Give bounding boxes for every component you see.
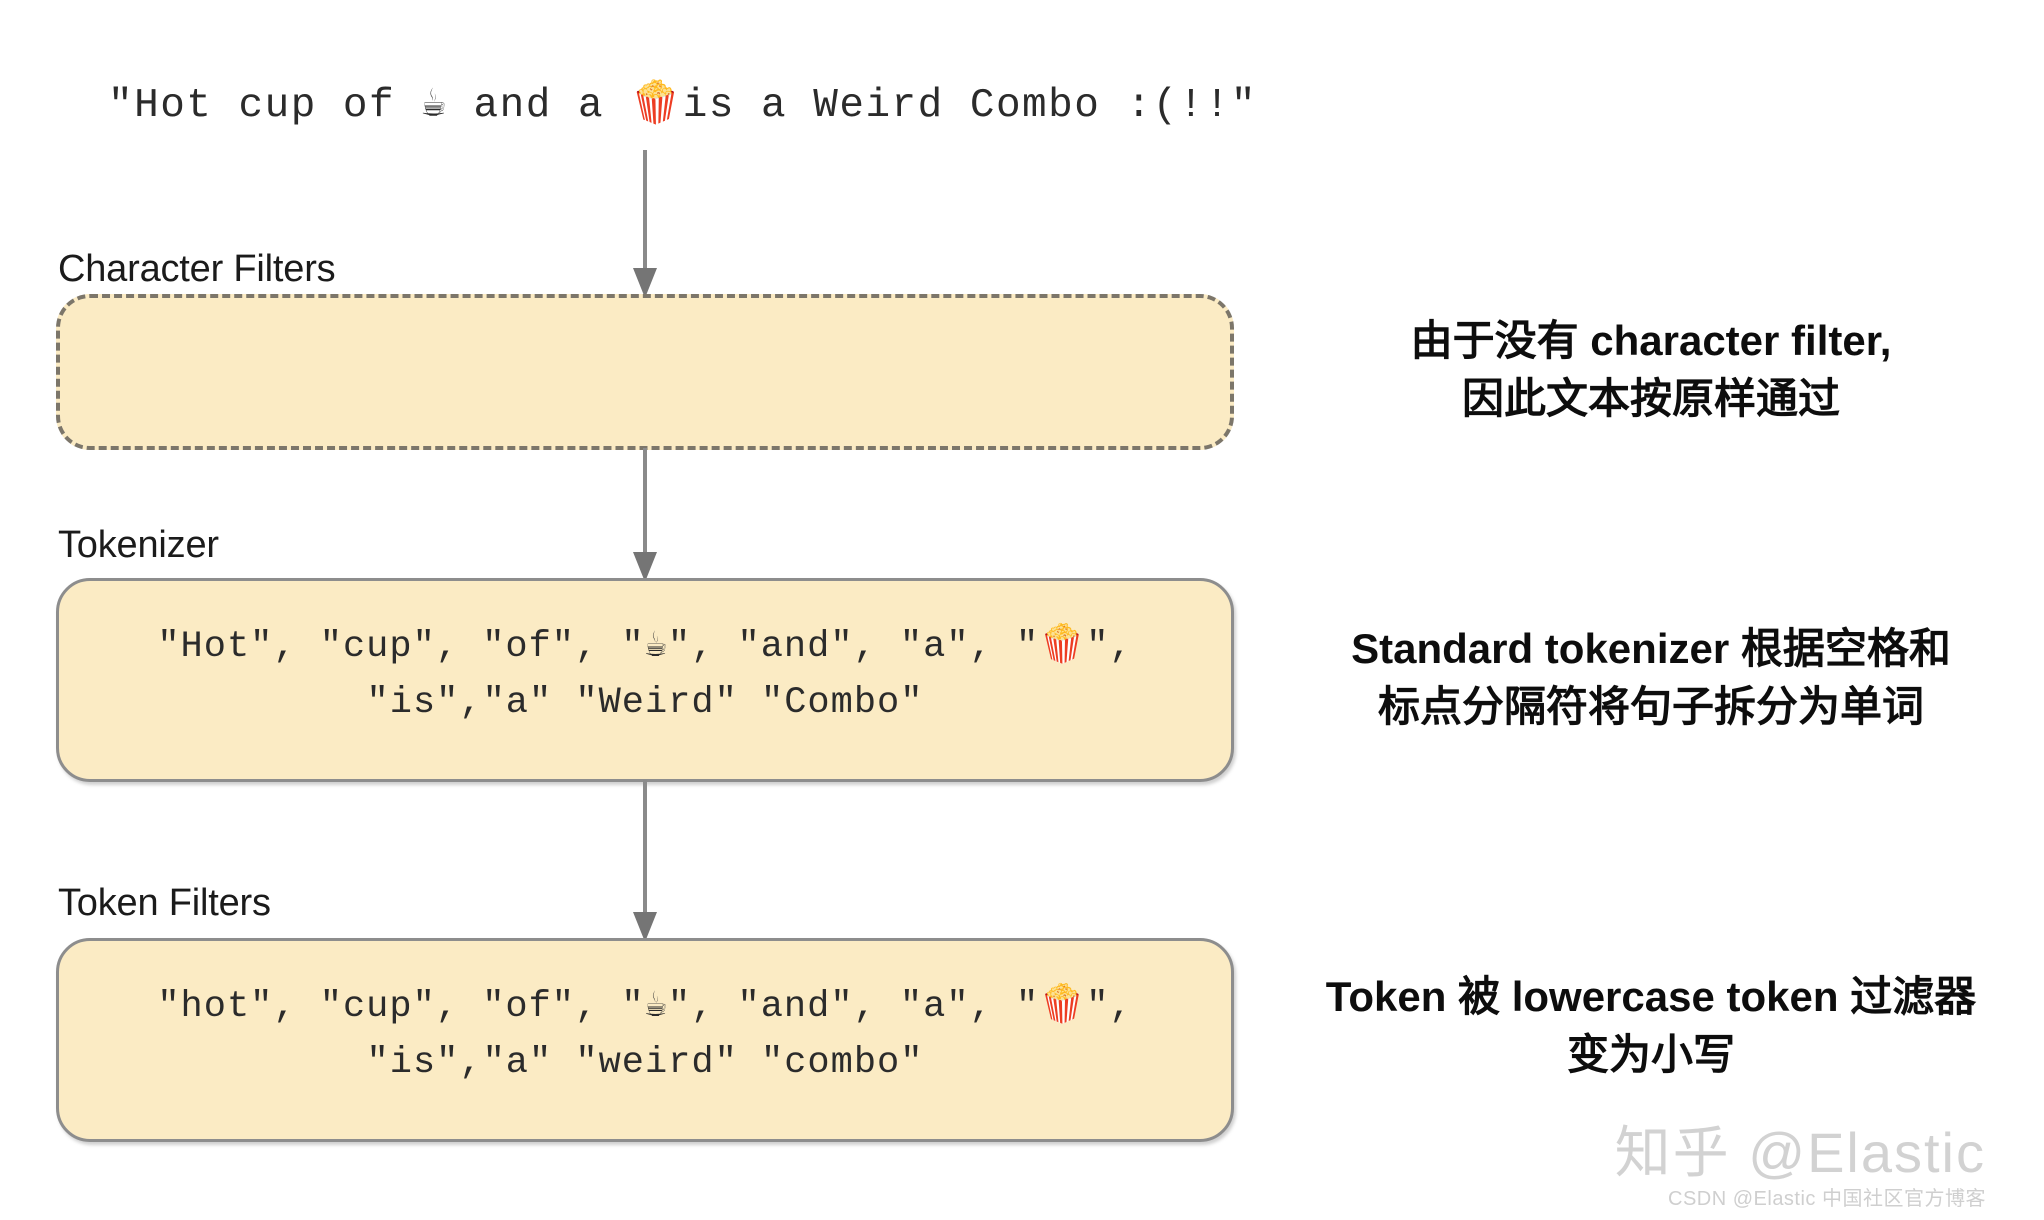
tokenizer-content: "Hot", "cup", "of", "☕", "and", "a", "🍿"… xyxy=(59,619,1231,731)
token-filters-content: "hot", "cup", "of", "☕", "and", "a", "🍿"… xyxy=(59,979,1231,1091)
annotation-character-filters-line-1: 由于没有 character filter, xyxy=(1410,317,1892,364)
watermark-csdn: CSDN @Elastic 中国社区官方博客 xyxy=(1668,1188,1986,1210)
watermark-zhihu: 知乎 @Elastic xyxy=(1614,1121,1986,1184)
arrow-down-to-tokenizer xyxy=(630,448,660,582)
annotation-character-filters-line-2: 因此文本按原样通过 xyxy=(1461,375,1840,422)
tokenizer-line-2: "is","a" "Weird" "Combo" xyxy=(366,682,924,724)
stage-box-tokenizer: "Hot", "cup", "of", "☕", "and", "a", "🍿"… xyxy=(56,578,1234,782)
stage-label-token-filters: Token Filters xyxy=(58,882,271,924)
input-sentence-text: "Hot cup of ☕ and a 🍿is a Weird Combo :(… xyxy=(108,83,1257,129)
annotation-token-filters-line-1: Token 被 lowercase token 过滤器 xyxy=(1325,973,1977,1020)
stage-box-character-filters xyxy=(56,294,1234,450)
annotation-tokenizer: Standard tokenizer 根据空格和 标点分隔符将句子拆分为单词 xyxy=(1258,620,2044,736)
arrow-down-to-character-filters xyxy=(630,150,660,298)
token-filters-line-1: "hot", "cup", "of", "☕", "and", "a", "🍿"… xyxy=(157,986,1133,1028)
token-filters-line-2: "is","a" "weird" "combo" xyxy=(366,1042,924,1084)
stage-box-token-filters: "hot", "cup", "of", "☕", "and", "a", "🍿"… xyxy=(56,938,1234,1142)
annotation-character-filters: 由于没有 character filter, 因此文本按原样通过 xyxy=(1258,312,2044,428)
annotation-tokenizer-line-2: 标点分隔符将句子拆分为单词 xyxy=(1377,683,1924,730)
arrow-down-to-token-filters xyxy=(630,780,660,942)
annotation-token-filters-line-2: 变为小写 xyxy=(1566,1031,1735,1078)
stage-label-tokenizer: Tokenizer xyxy=(58,524,219,566)
tokenizer-line-1: "Hot", "cup", "of", "☕", "and", "a", "🍿"… xyxy=(157,626,1133,668)
annotation-token-filters: Token 被 lowercase token 过滤器 变为小写 xyxy=(1258,968,2044,1084)
stage-label-character-filters: Character Filters xyxy=(58,248,336,290)
annotation-tokenizer-line-1: Standard tokenizer 根据空格和 xyxy=(1351,625,1951,672)
